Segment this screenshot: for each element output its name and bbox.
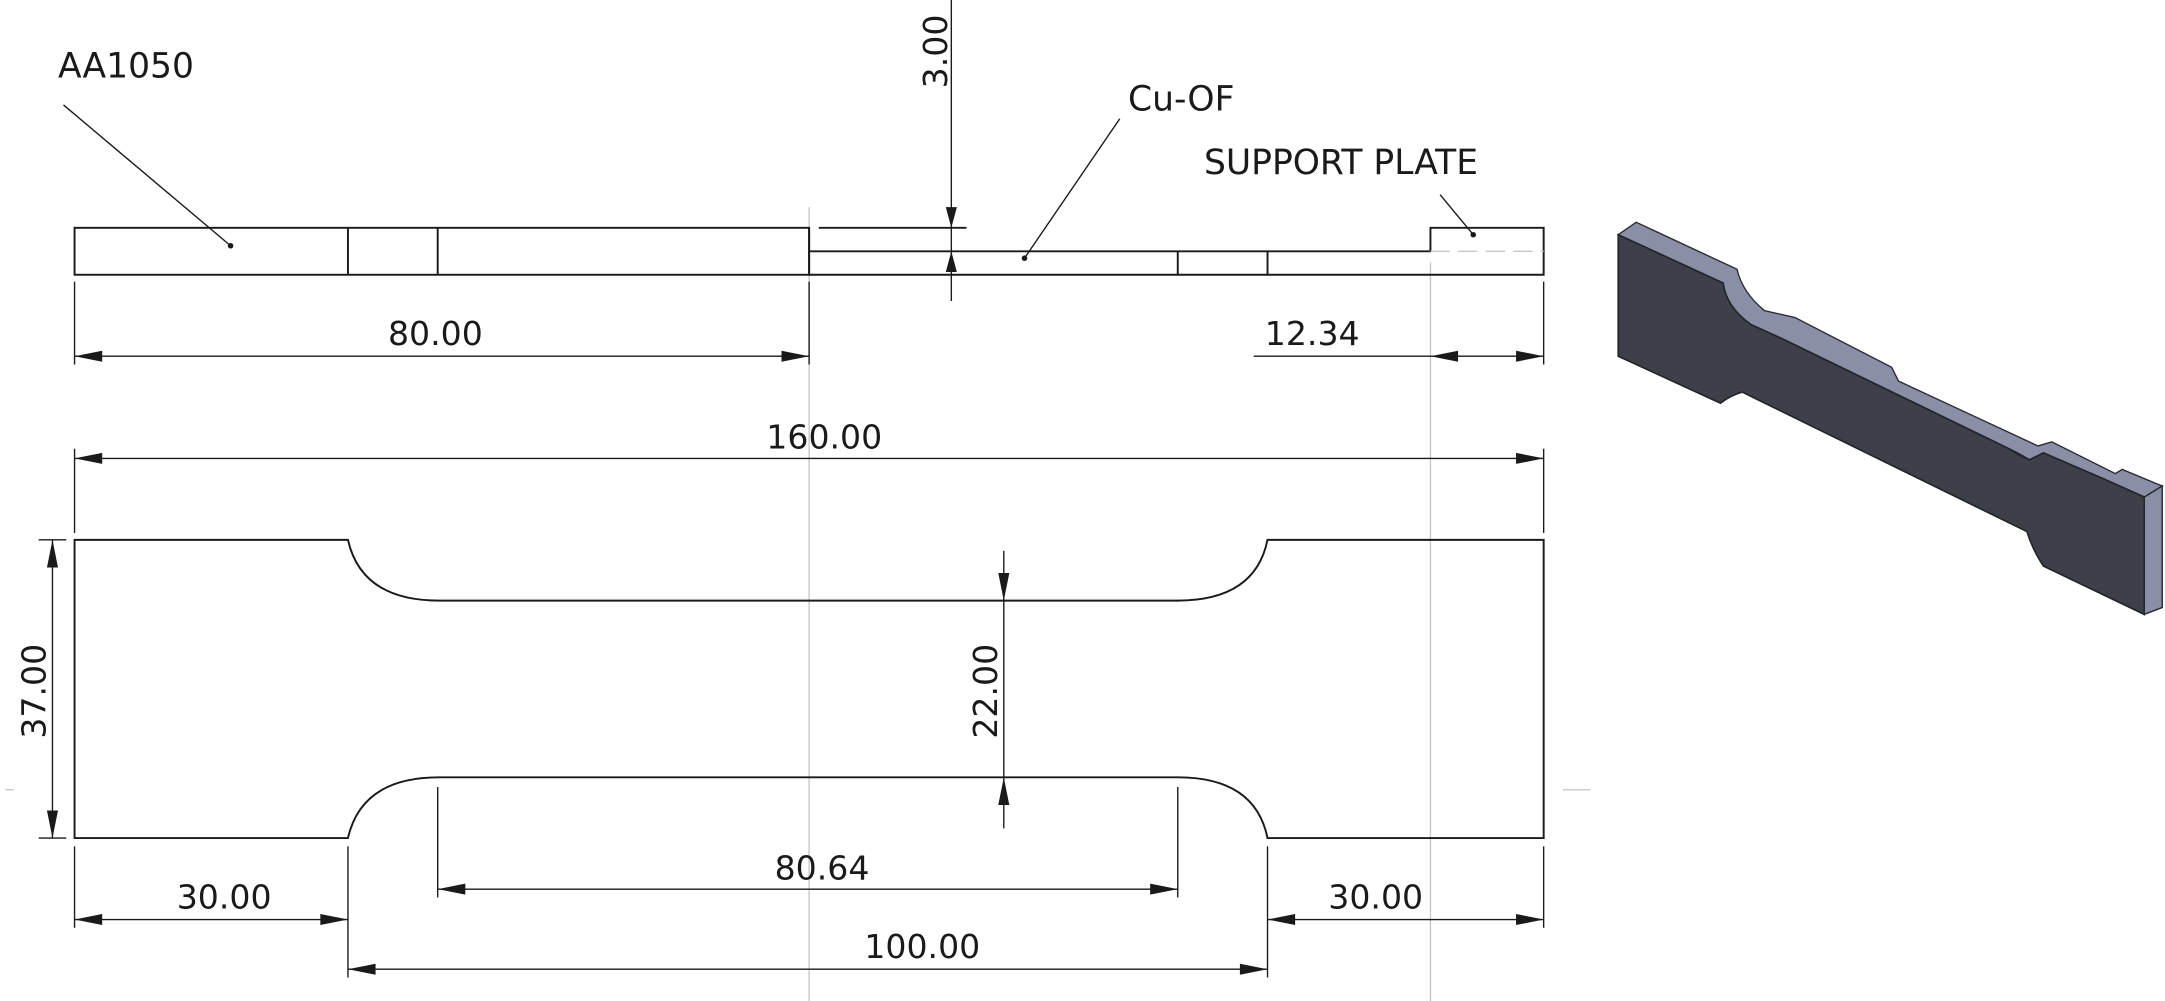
leader-dot-cu-of — [1021, 255, 1028, 261]
dim-160-arrow-left — [74, 452, 103, 464]
dim-12-text: 12.34 — [1265, 314, 1360, 353]
dim-160-text: 160.00 — [766, 418, 882, 457]
dim-8064-arrow-right — [1150, 883, 1178, 895]
dim-30l-arrow-right — [320, 914, 348, 926]
dim-30l-arrow-left — [74, 914, 103, 926]
dim-8064-arrow-left — [437, 883, 466, 895]
dim-3-arrow-bottom — [945, 251, 957, 272]
callout-cu-of: Cu-OF — [1128, 79, 1234, 119]
aa1050-bar — [73, 226, 811, 276]
dim-80-arrow-left — [74, 350, 103, 362]
dim-80-arrow-right — [781, 350, 810, 362]
dim-22-text: 22.00 — [966, 644, 1005, 739]
dim-12-arrow-left — [1430, 350, 1459, 362]
dim-100-text: 100.00 — [864, 927, 980, 966]
dim-3-text: 3.00 — [916, 15, 955, 89]
dim-3-arrow-top — [945, 207, 957, 228]
dim-30l-text: 30.00 — [177, 877, 272, 916]
dim-30r-arrow-right — [1516, 914, 1544, 926]
leader-support-plate — [1439, 194, 1474, 236]
iso-end-face — [2143, 484, 2163, 616]
callout-support-plate: SUPPORT PLATE — [1204, 143, 1478, 183]
dim-100-arrow-left — [347, 963, 376, 975]
dim-22-arrow-top — [998, 572, 1010, 601]
dim-37-text: 37.00 — [15, 644, 54, 739]
dim-30r-arrow-left — [1267, 914, 1296, 926]
dim-80-text: 80.00 — [388, 314, 483, 353]
leader-dot-support-plate — [1470, 231, 1477, 238]
leader-dot-aa1050 — [227, 243, 234, 249]
iso-front-face — [1617, 233, 2146, 616]
side-view: AA1050 Cu-OF SUPPORT PLATE 3.00 80.00 12… — [58, 0, 1545, 365]
top-view: 160.00 37.00 22.00 80.64 30.00 30.0 — [15, 418, 1545, 978]
dim-30r-text: 30.00 — [1328, 877, 1423, 916]
dim-160-arrow-right — [1516, 452, 1544, 464]
dim-22-arrow-bottom — [998, 777, 1010, 805]
isometric-view — [1616, 221, 2164, 616]
dim-8064-text: 80.64 — [775, 848, 870, 887]
callout-aa1050: AA1050 — [58, 46, 194, 86]
dim-37-arrow-bottom — [46, 810, 58, 839]
leader-cu-of — [1023, 118, 1121, 259]
dim-37-arrow-top — [46, 539, 58, 568]
dim-100-arrow-right — [1239, 963, 1268, 975]
leader-aa1050 — [63, 104, 232, 247]
specimen-outline — [73, 538, 1545, 840]
dim-12-arrow-right — [1516, 350, 1544, 362]
